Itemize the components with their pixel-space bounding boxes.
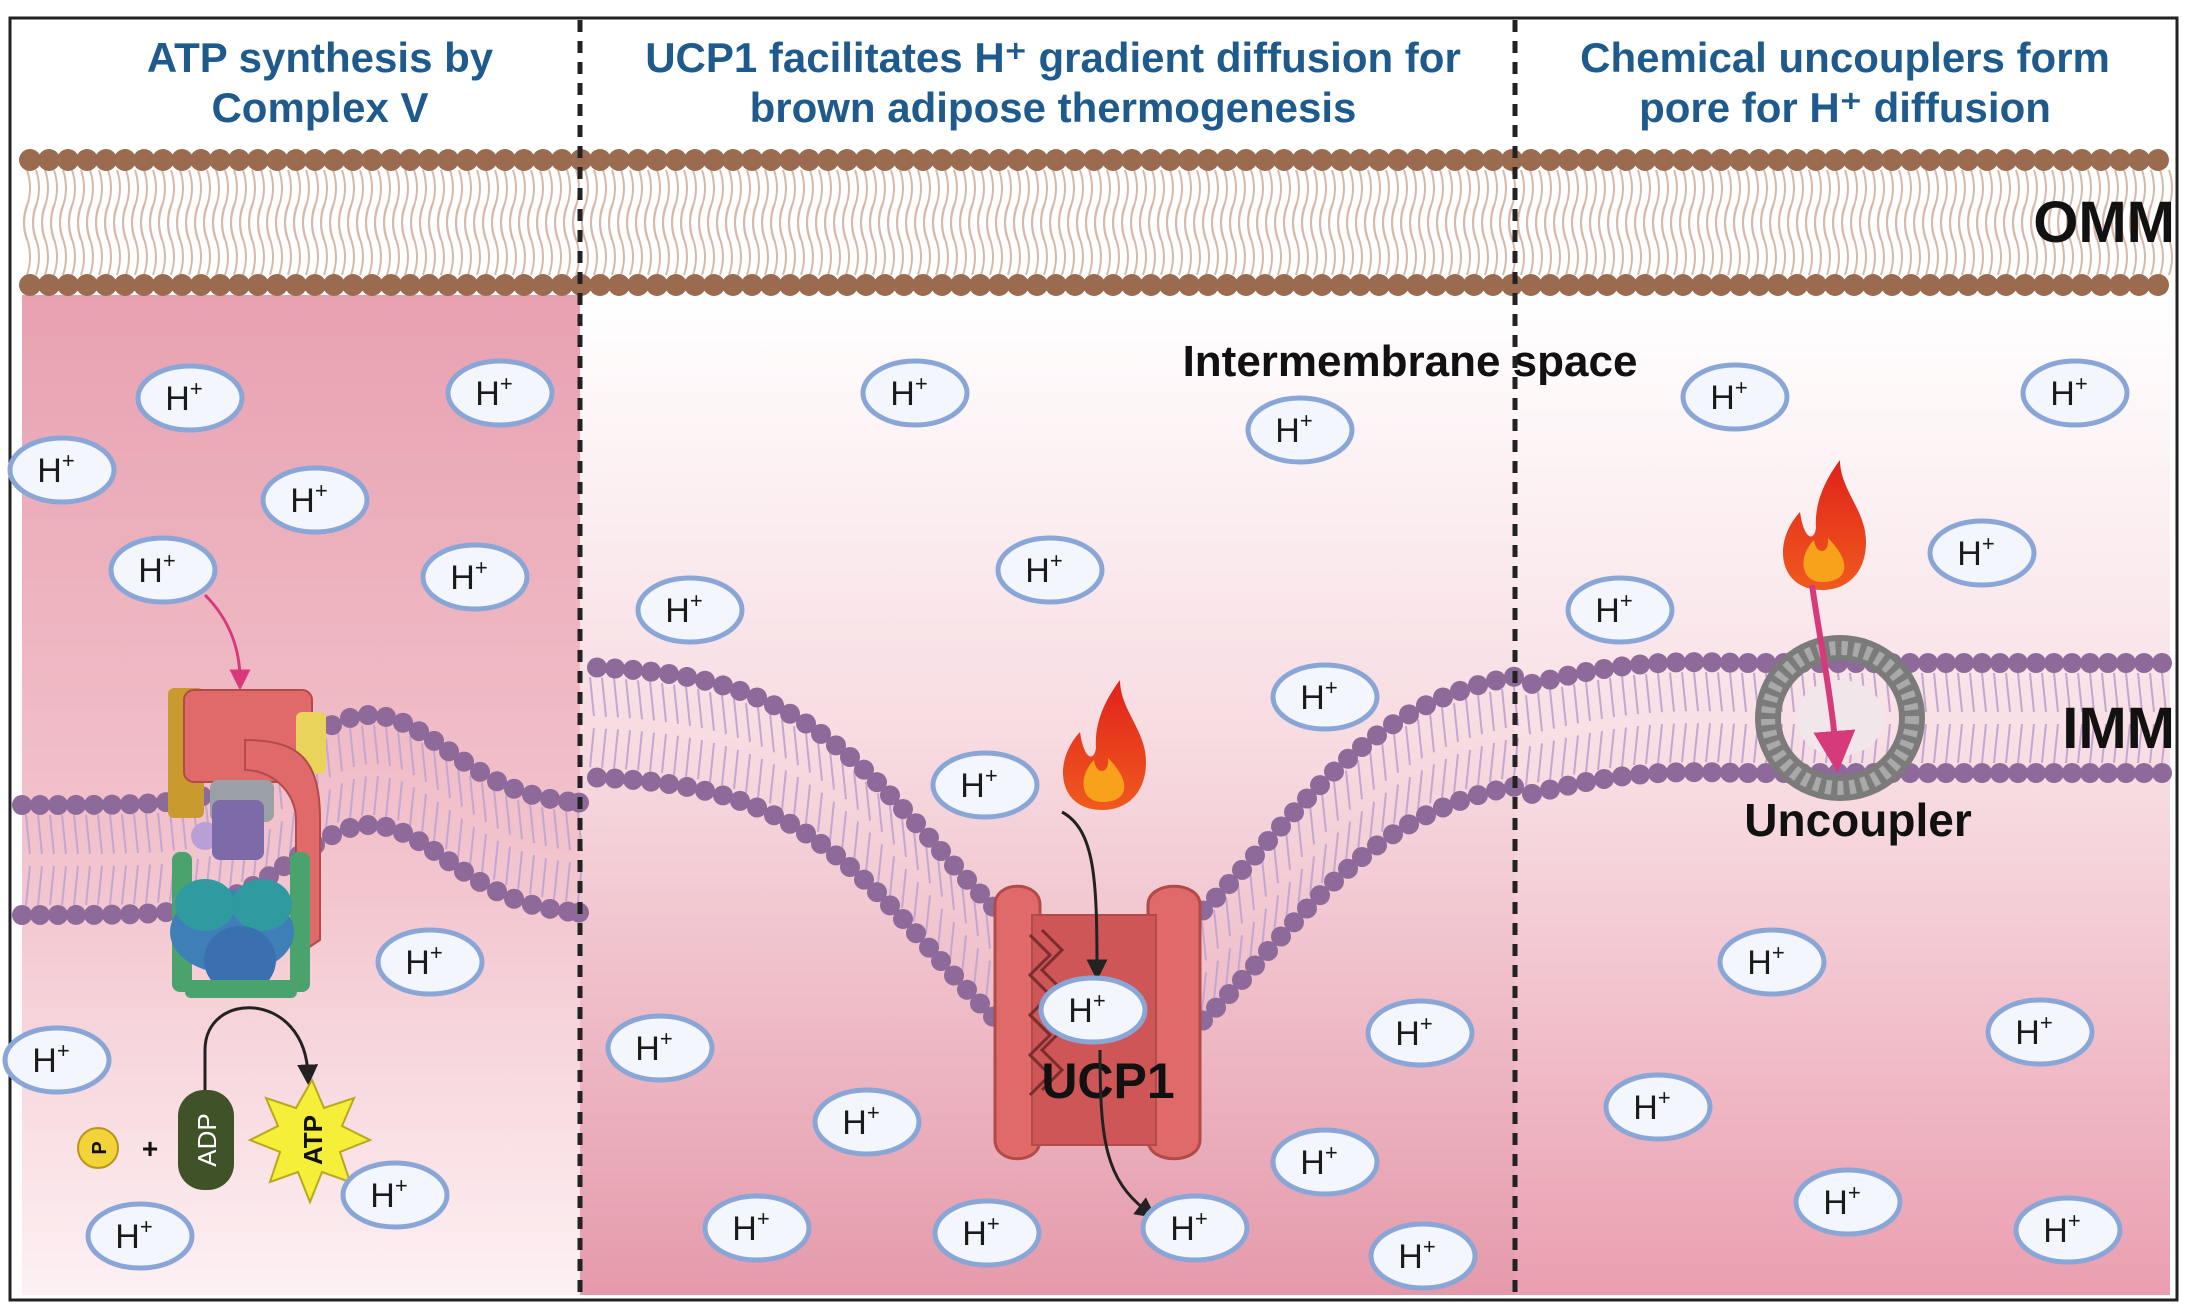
proton-arrow-uncoupler [1809,584,1856,773]
svg-text:H+: H+ [370,1173,407,1215]
ucp1-label: UCP1 [1041,1053,1174,1109]
proton-ion: H+ [2020,358,2130,428]
proton-ion: H+ [1365,998,1475,1068]
proton-ion: H+ [1793,1167,1903,1237]
proton-ion: H+ [605,1013,715,1083]
proton-ion: H+ [2,1025,112,1095]
atp-label: ATP [298,1115,328,1165]
proton-ion: H+ [108,535,218,605]
proton-ion: H+ [932,1198,1042,1268]
svg-text:brown adipose thermogenesis: brown adipose thermogenesis [750,84,1357,131]
proton-ion: H+ [1717,927,1827,997]
proton-ion: H+ [1985,997,2095,1067]
intermembrane-space-label: Intermembrane space [1183,337,1638,386]
proton-ion: H+ [420,542,530,612]
proton-ion: H+ [702,1193,812,1263]
svg-text:H+: H+ [960,763,997,805]
svg-text:H+: H+ [165,376,202,418]
proton-ion: H+ [860,358,970,428]
proton-ion: H+ [995,535,1105,605]
proton-ion: H+ [635,575,745,645]
svg-text:H+: H+ [1595,588,1632,630]
omm-label: OMM [2033,190,2175,255]
panel-title-3: Chemical uncouplers form pore for H⁺ dif… [1580,34,2110,131]
proton-ion: H+ [2013,1195,2123,1265]
atp-burst-icon [247,1077,373,1205]
proton-ion: H+ [340,1160,450,1230]
proton-ion: H+ [1603,1072,1713,1142]
proton-ion: H+ [445,358,555,428]
imm-label: IMM [2062,696,2175,761]
proton-arrow-ucp1-out [1098,1049,1157,1219]
svg-text:pore for H⁺ diffusion: pore for H⁺ diffusion [1639,84,2051,131]
flame-icon [1782,460,1866,590]
complex-v-icon [168,688,326,998]
proton-ions: H+ H+ H+ H+ H+ H+ H+ H+ H+ H+ H+ H+ H+ H+ H+ H+ H+ H+ H+ H+… [2,358,2130,1291]
svg-text:P: P [89,1141,111,1154]
svg-text:H+: H+ [2050,371,2087,413]
svg-text:UCP1 facilitates H⁺ gradient d: UCP1 facilitates H⁺ gradient diffusion f… [645,34,1461,81]
proton-ion: H+ [1140,1193,1250,1263]
plus-sign: + [142,1133,158,1164]
proton-ion: H+ [1245,395,1355,465]
svg-text:H+: H+ [1633,1085,1670,1127]
adp-label: ADP [192,1113,222,1166]
proton-arrow-complex-v [203,593,251,691]
proton-ion: H+ [1680,362,1790,432]
svg-text:Complex V: Complex V [211,84,428,131]
proton-ion: H+ [1270,1127,1380,1197]
svg-text:H+: H+ [1747,940,1784,982]
proton-ion: H+ [85,1201,195,1271]
panel-title-1: ATP synthesis by Complex V [147,34,494,131]
proton-ion: H+ [1270,662,1380,732]
proton-ion: H+ [1565,575,1675,645]
proton-ion: H+ [135,363,245,433]
svg-text:H+: H+ [115,1214,152,1256]
proton-ion: H+ [930,750,1040,820]
svg-text:ATP synthesis by: ATP synthesis by [147,34,494,81]
proton-ion: H+ [7,435,117,505]
uncoupler-label: Uncoupler [1744,794,1972,846]
atp-synthesis-reaction: P + ADP ATP [77,1006,373,1205]
panel-title-2: UCP1 facilitates H⁺ gradient diffusion f… [645,34,1461,131]
svg-text:H+: H+ [2015,1010,2052,1052]
proton-arrow-ucp1-in [1061,810,1108,981]
svg-text:H+: H+ [1957,531,1994,573]
proton-ion: H+ [375,927,485,997]
proton-ion: H+ [812,1087,922,1157]
adp-icon [178,1090,234,1190]
phosphate-icon [77,1127,119,1169]
svg-text:H+: H+ [635,1026,672,1068]
outer-membrane [19,149,2173,296]
proton-ion: H+ [1368,1221,1478,1291]
proton-ion: H+ [1927,518,2037,588]
svg-text:Chemical uncouplers form: Chemical uncouplers form [1580,34,2110,81]
flame-icon [1062,680,1146,810]
proton-ion: H+ [260,465,370,535]
proton-ion: H+ [1038,975,1148,1045]
